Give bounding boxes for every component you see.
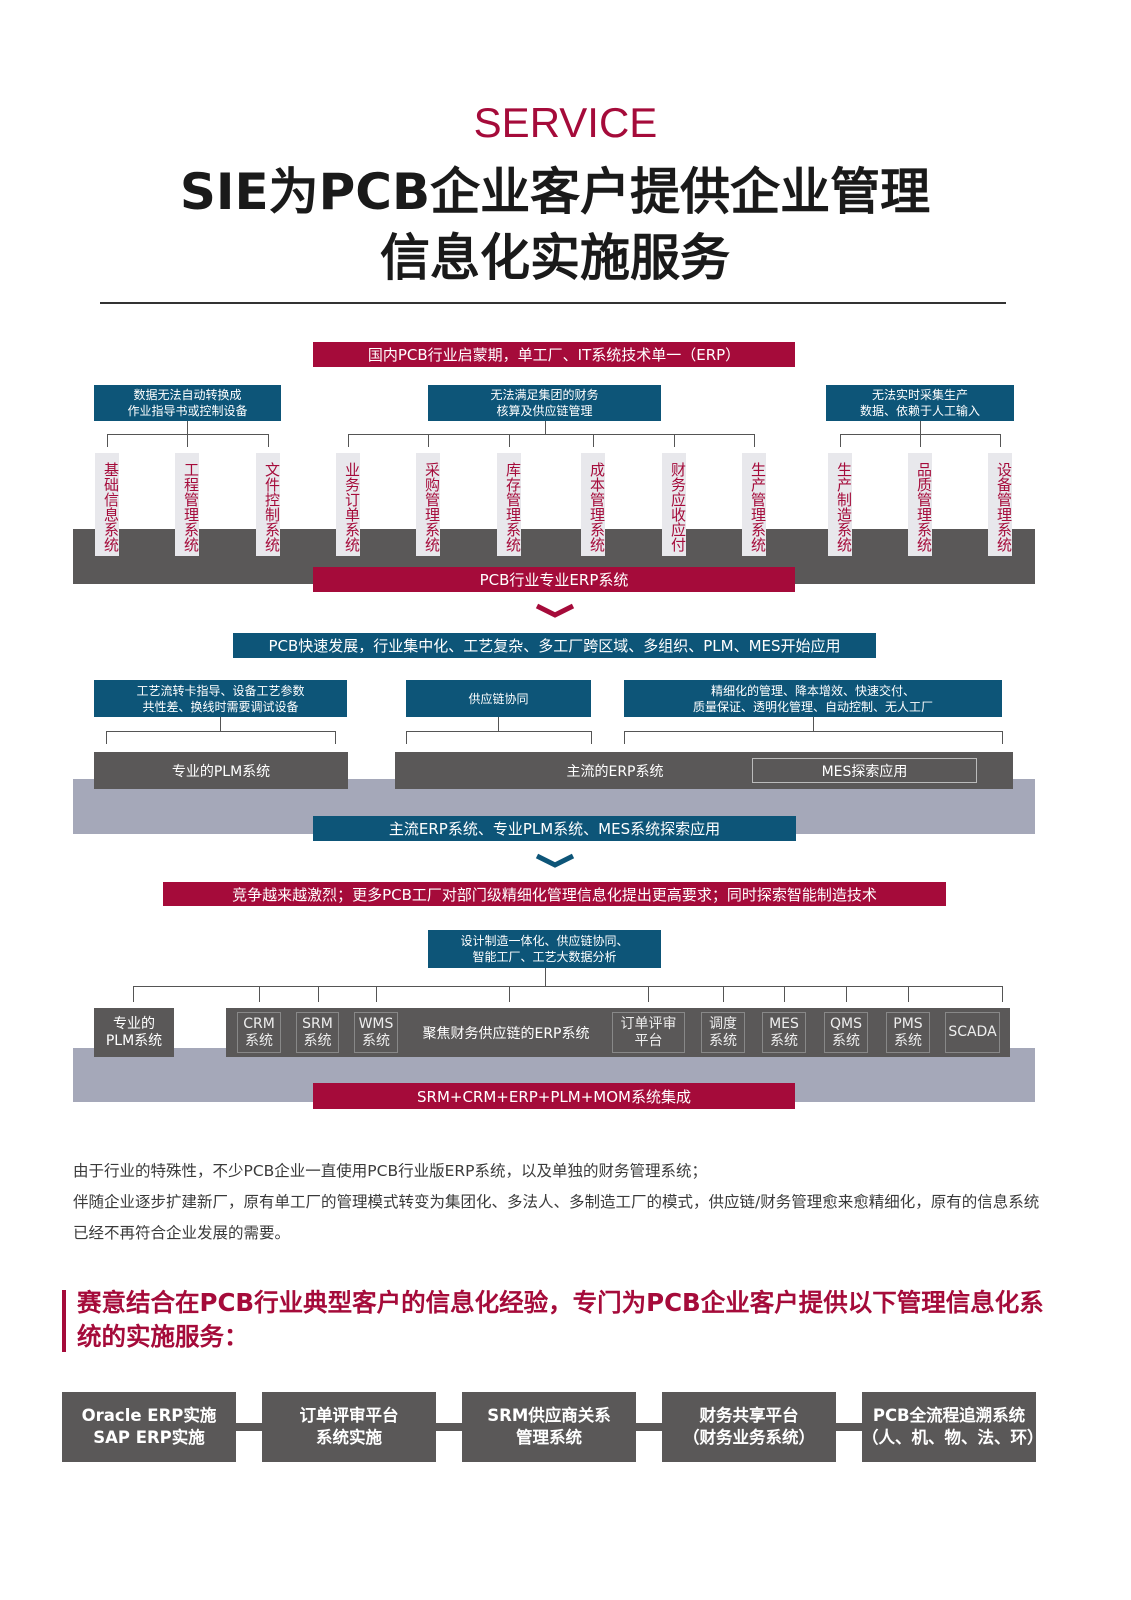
system-pill: 生产制造系统	[828, 453, 853, 556]
system-pill: 设备管理系统	[988, 453, 1013, 556]
connector-line	[920, 434, 921, 447]
service-box: 订单评审平台 系统实施	[262, 1392, 436, 1462]
intro-paragraph: 伴随企业逐步扩建新厂，原有单工厂的管理模式转变为集团化、多法人、多制造工厂的模式…	[73, 1193, 1040, 1242]
connector-line	[376, 986, 377, 1002]
need-box: 供应链协同	[406, 680, 591, 717]
connector-line	[133, 986, 1002, 987]
module-box: PMS 系统	[886, 1012, 930, 1053]
connector-line	[509, 986, 510, 1002]
plm-system-3: 专业的 PLM系统	[94, 1008, 174, 1057]
connector-line	[220, 717, 221, 731]
connector-line	[591, 731, 592, 744]
title-divider	[100, 302, 1006, 304]
page-title-line1: SIE为PCB企业客户提供企业管理	[179, 163, 931, 221]
system-pill: 文件控制系统	[256, 453, 281, 556]
system-pill: 生产管理系统	[742, 453, 767, 556]
module-box: 订单评审 平台	[612, 1012, 685, 1053]
erp-system: 主流的ERP系统	[566, 763, 664, 780]
system-pill: 成本管理系统	[581, 453, 606, 556]
connector-line	[406, 731, 591, 732]
connector-line	[846, 986, 847, 1002]
connector-line	[593, 434, 594, 447]
service-box: Oracle ERP实施 SAP ERP实施	[62, 1392, 236, 1462]
module-box: SCADA	[945, 1012, 1000, 1053]
chevron-down-icon	[535, 603, 575, 618]
connector-line	[106, 731, 335, 732]
connector-line	[268, 434, 269, 447]
service-box: SRM供应商关系 管理系统	[462, 1392, 636, 1462]
connector-line	[908, 986, 909, 1002]
connector-line	[106, 731, 107, 744]
connector-line	[545, 421, 546, 434]
stage3-banner: 竞争越来越激烈；更多PCB工厂对部门级精细化管理信息化提出更高要求；同时探索智能…	[163, 882, 946, 906]
connector-line	[133, 986, 134, 1002]
connector-line	[428, 434, 429, 447]
stage1-base: PCB行业专业ERP系统	[313, 567, 795, 592]
highlight-bar	[62, 1290, 66, 1352]
system-pill: 业务订单系统	[336, 453, 361, 556]
erp-platform-box: 聚焦财务供应链的ERP系统	[226, 1008, 1010, 1057]
connector-line	[648, 986, 649, 1002]
connector-line	[259, 986, 260, 1002]
connector-line	[348, 434, 349, 447]
problem-box: 数据无法自动转换成 作业指导书或控制设备	[94, 385, 281, 421]
connector-line	[318, 986, 319, 1002]
stage1-banner: 国内PCB行业启蒙期，单工厂、IT系统技术单一（ERP）	[313, 342, 795, 367]
connector-line	[1000, 434, 1001, 447]
system-pill: 基础信息系统	[95, 453, 120, 556]
eyebrow: SERVICE	[473, 99, 658, 146]
service-box: PCB全流程追溯系统 （人、机、物、法、环）	[862, 1392, 1044, 1462]
connector-line	[920, 421, 921, 434]
problem-box: 无法满足集团的财务 核算及供应链管理	[428, 385, 661, 421]
erp-system-box: 主流的ERP系统 MES探索应用	[395, 752, 1013, 789]
module-box: 调度 系统	[701, 1012, 745, 1053]
module-box: CRM 系统	[237, 1012, 281, 1053]
module-box: WMS 系统	[354, 1012, 398, 1053]
stage2-base: 主流ERP系统、专业PLM系统、MES系统探索应用	[313, 816, 796, 841]
connector-line	[498, 717, 499, 731]
plm-system: 专业的PLM系统	[94, 752, 348, 789]
intro-paragraph: 由于行业的特殊性，不少PCB企业一直使用PCB行业版ERP系统，以及单独的财务管…	[73, 1162, 708, 1180]
connector-line	[335, 731, 336, 744]
page-title-line2: 信息化实施服务	[380, 229, 730, 287]
system-pill: 库存管理系统	[497, 453, 522, 556]
connector-line	[840, 434, 841, 447]
connector-line	[624, 731, 625, 744]
module-box: QMS 系统	[824, 1012, 868, 1053]
connector-line	[784, 986, 785, 1002]
problem-box: 无法实时采集生产 数据、依赖于人工输入	[826, 385, 1014, 421]
module-box: SRM 系统	[296, 1012, 339, 1053]
connector-line	[509, 434, 510, 447]
service-box: 财务共享平台 （财务业务系统）	[662, 1392, 836, 1462]
system-pill: 财务应收应付	[662, 453, 687, 556]
connector-line	[107, 434, 108, 447]
erp-focus-label: 聚焦财务供应链的ERP系统	[422, 1025, 590, 1042]
highlight-heading: 赛意结合在PCB行业典型客户的信息化经验，专门为PCB企业客户提供以下管理信息化…	[77, 1288, 1044, 1351]
system-pill: 工程管理系统	[175, 453, 200, 556]
system-pill: 采购管理系统	[416, 453, 441, 556]
connector-line	[754, 434, 755, 447]
stage3-need: 设计制造一体化、供应链协同、 智能工厂、工艺大数据分析	[428, 930, 661, 968]
need-box: 精细化的管理、降本增效、快速交付、 质量保证、透明化管理、自动控制、无人工厂	[624, 680, 1002, 717]
stage2-banner: PCB快速发展，行业集中化、工艺复杂、多工厂跨区域、多组织、PLM、MES开始应…	[233, 633, 876, 658]
connector-line	[813, 717, 814, 731]
connector-line	[1002, 986, 1003, 1002]
stage3-base: SRM+CRM+ERP+PLM+MOM系统集成	[313, 1083, 795, 1109]
connector-line	[723, 986, 724, 1002]
connector-line	[624, 731, 1002, 732]
connector-line	[348, 434, 754, 435]
connector-line	[674, 434, 675, 447]
connector-line	[1002, 731, 1003, 744]
connector-line	[187, 421, 188, 434]
system-pill: 品质管理系统	[908, 453, 933, 556]
chevron-down-icon	[535, 853, 575, 868]
connector-line	[545, 968, 546, 986]
need-box: 工艺流转卡指导、设备工艺参数 共性差、换线时需要调试设备	[94, 680, 347, 717]
module-box: MES 系统	[762, 1012, 806, 1053]
intro-text: 由于行业的特殊性，不少PCB企业一直使用PCB行业版ERP系统，以及单独的财务管…	[73, 1156, 1043, 1249]
connector-line	[406, 731, 407, 744]
mes-exploration: MES探索应用	[752, 758, 977, 783]
connector-line	[187, 434, 188, 447]
